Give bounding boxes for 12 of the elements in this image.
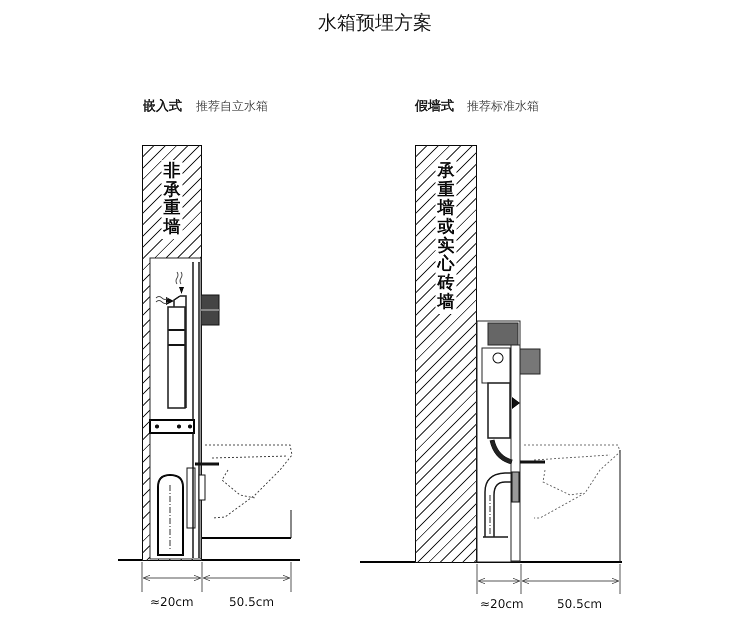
dimension-label: ≈20cm: [480, 597, 524, 611]
hatched-wall: [415, 145, 477, 563]
section-heading: 假墙式: [415, 98, 454, 115]
dimension-label: ≈20cm: [150, 595, 194, 609]
diagram-title: 水箱预埋方案: [317, 11, 433, 36]
section-heading: 嵌入式: [143, 98, 182, 115]
dimension-label: 50.5cm: [229, 595, 274, 609]
section-subtitle: 推荐自立水箱: [196, 98, 268, 115]
wall-label: 非承重墙: [162, 160, 182, 239]
wall-label: 承重墙或实心砖墙: [436, 160, 456, 314]
dimension-label: 50.5cm: [557, 597, 602, 611]
section-subtitle: 推荐标准水箱: [467, 98, 539, 115]
